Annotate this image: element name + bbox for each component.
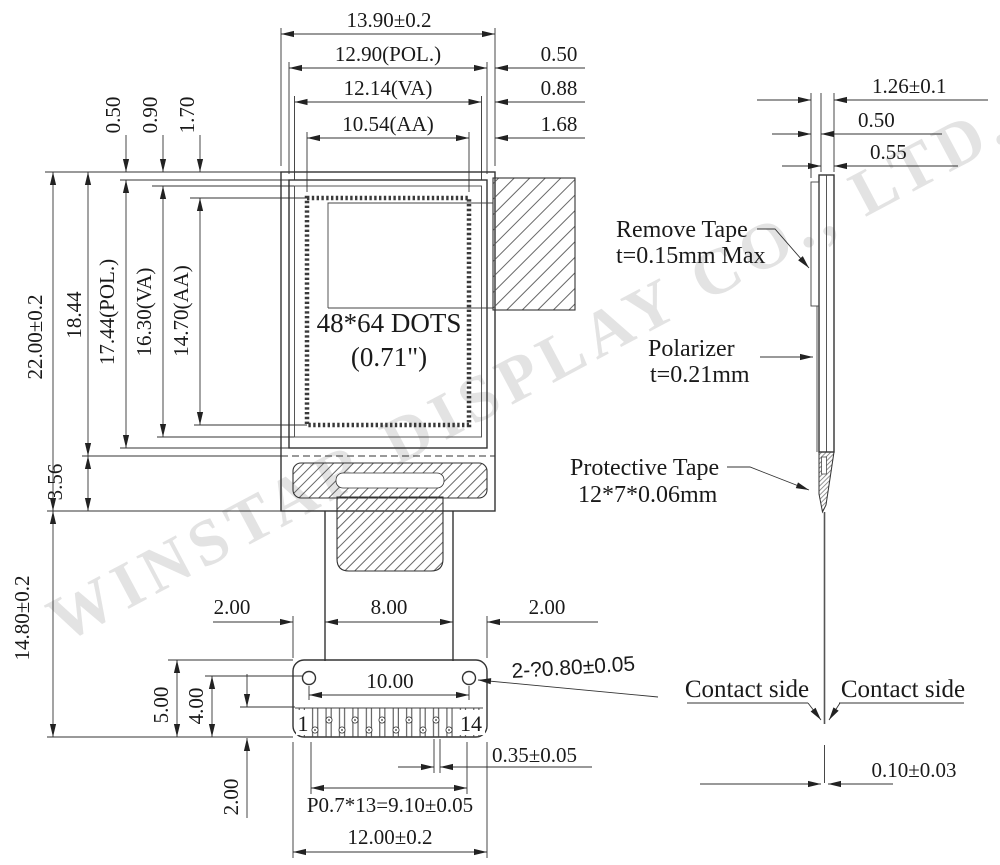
pin-number-first: 1 [298, 711, 309, 736]
side-remove-tape-strip [810, 181, 820, 307]
pin-number-last: 14 [460, 711, 482, 736]
side-wedge-slot [821, 456, 827, 475]
contact-side-left-label: Contact side [685, 676, 809, 703]
dim-offset-top-aa: 1.70 [175, 97, 199, 134]
dim-offset-top-pol: 0.50 [101, 97, 125, 134]
pin1-label-bg [296, 710, 311, 735]
dim-va-width: 12.14(VA) [344, 76, 433, 100]
dim-conn-width: 12.00±0.2 [347, 825, 432, 849]
dim-conn-seg-right: 2.00 [529, 595, 566, 619]
side-dimension-lines [687, 93, 988, 788]
va-outline [294, 185, 482, 438]
dim-outline-height: 22.00±0.2 [23, 294, 47, 379]
remove-tape-label: Remove Tape [616, 217, 748, 243]
tape-window [335, 472, 445, 489]
dim-conn-seg-mid: 8.00 [371, 595, 408, 619]
dim-pin-pitch: P0.7*13=9.10±0.05 [307, 793, 473, 817]
protective-tape-size: 12*7*0.06mm [578, 482, 718, 508]
dim-pol-height: 17.44(POL.) [95, 259, 119, 365]
pin14-label-bg [457, 710, 485, 735]
protective-tape-label: Protective Tape [570, 455, 719, 481]
dim-hole-edge: 4.00 [184, 688, 208, 725]
dim-ledge-height: 3.56 [43, 464, 67, 501]
dim-pol-width: 12.90(POL.) [335, 42, 441, 66]
dim-outline-width: 13.90±0.2 [346, 8, 431, 32]
dim-offset-top-va: 0.90 [138, 97, 162, 134]
protective-tape-tail [336, 496, 444, 572]
dim-side-t1: 0.50 [858, 108, 895, 132]
dim-fpc-height: 14.80±0.2 [10, 575, 34, 660]
dim-aa-width: 10.54(AA) [342, 112, 434, 136]
hole-left [301, 670, 317, 686]
dim-pin-length: 2.00 [219, 779, 243, 816]
dim-offset-right-aa: 1.68 [541, 112, 578, 136]
side-view [810, 174, 835, 724]
pin-stripes [295, 708, 483, 737]
front-view: 1 14 48*64 DOTS (0.71") [280, 171, 576, 738]
aa-dotted-border [304, 195, 472, 428]
front-dimension-labels: 13.90±0.2 12.90(POL.) 12.14(VA) 10.54(AA… [10, 8, 636, 849]
dim-side-total: 1.26±0.1 [872, 74, 947, 98]
dim-fpc-thickness: 0.10±0.03 [871, 758, 956, 782]
dim-aa-height: 14.70(AA) [169, 265, 193, 357]
pin-row: 1 14 [295, 707, 485, 737]
remove-tape-outline [327, 202, 493, 309]
dim-conn-height: 5.00 [149, 687, 173, 724]
polarizer-outline [288, 179, 488, 449]
dim-hole-span: 10.00 [366, 669, 413, 693]
remove-tape-thickness: t=0.15mm Max [616, 243, 766, 269]
dim-offset-right-va: 0.88 [541, 76, 578, 100]
polarizer-label: Polarizer [648, 336, 735, 362]
dim-va-height: 16.30(VA) [132, 268, 156, 357]
pin-contact-circles [311, 716, 467, 734]
tape-pull-tab-hatch [492, 177, 576, 311]
hole-callout: 2-?0.80±0.05 [511, 652, 636, 683]
dim-offset-right-pol: 0.50 [541, 42, 578, 66]
dim-side-t2: 0.55 [870, 140, 907, 164]
side-labels: 1.26±0.1 0.50 0.55 Remove Tape t=0.15mm … [570, 74, 965, 782]
dim-panel-height: 18.44 [62, 291, 86, 339]
hole-right [461, 670, 477, 686]
front-dimension-lines [45, 28, 659, 858]
display-dots-label: 48*64 DOTS [317, 308, 462, 338]
contact-side-right-label: Contact side [841, 676, 965, 703]
dim-conn-seg-left: 2.00 [214, 595, 251, 619]
display-size-label: (0.71") [351, 342, 427, 372]
polarizer-thickness: t=0.21mm [650, 362, 750, 388]
dim-pin-width: 0.35±0.05 [492, 743, 577, 767]
